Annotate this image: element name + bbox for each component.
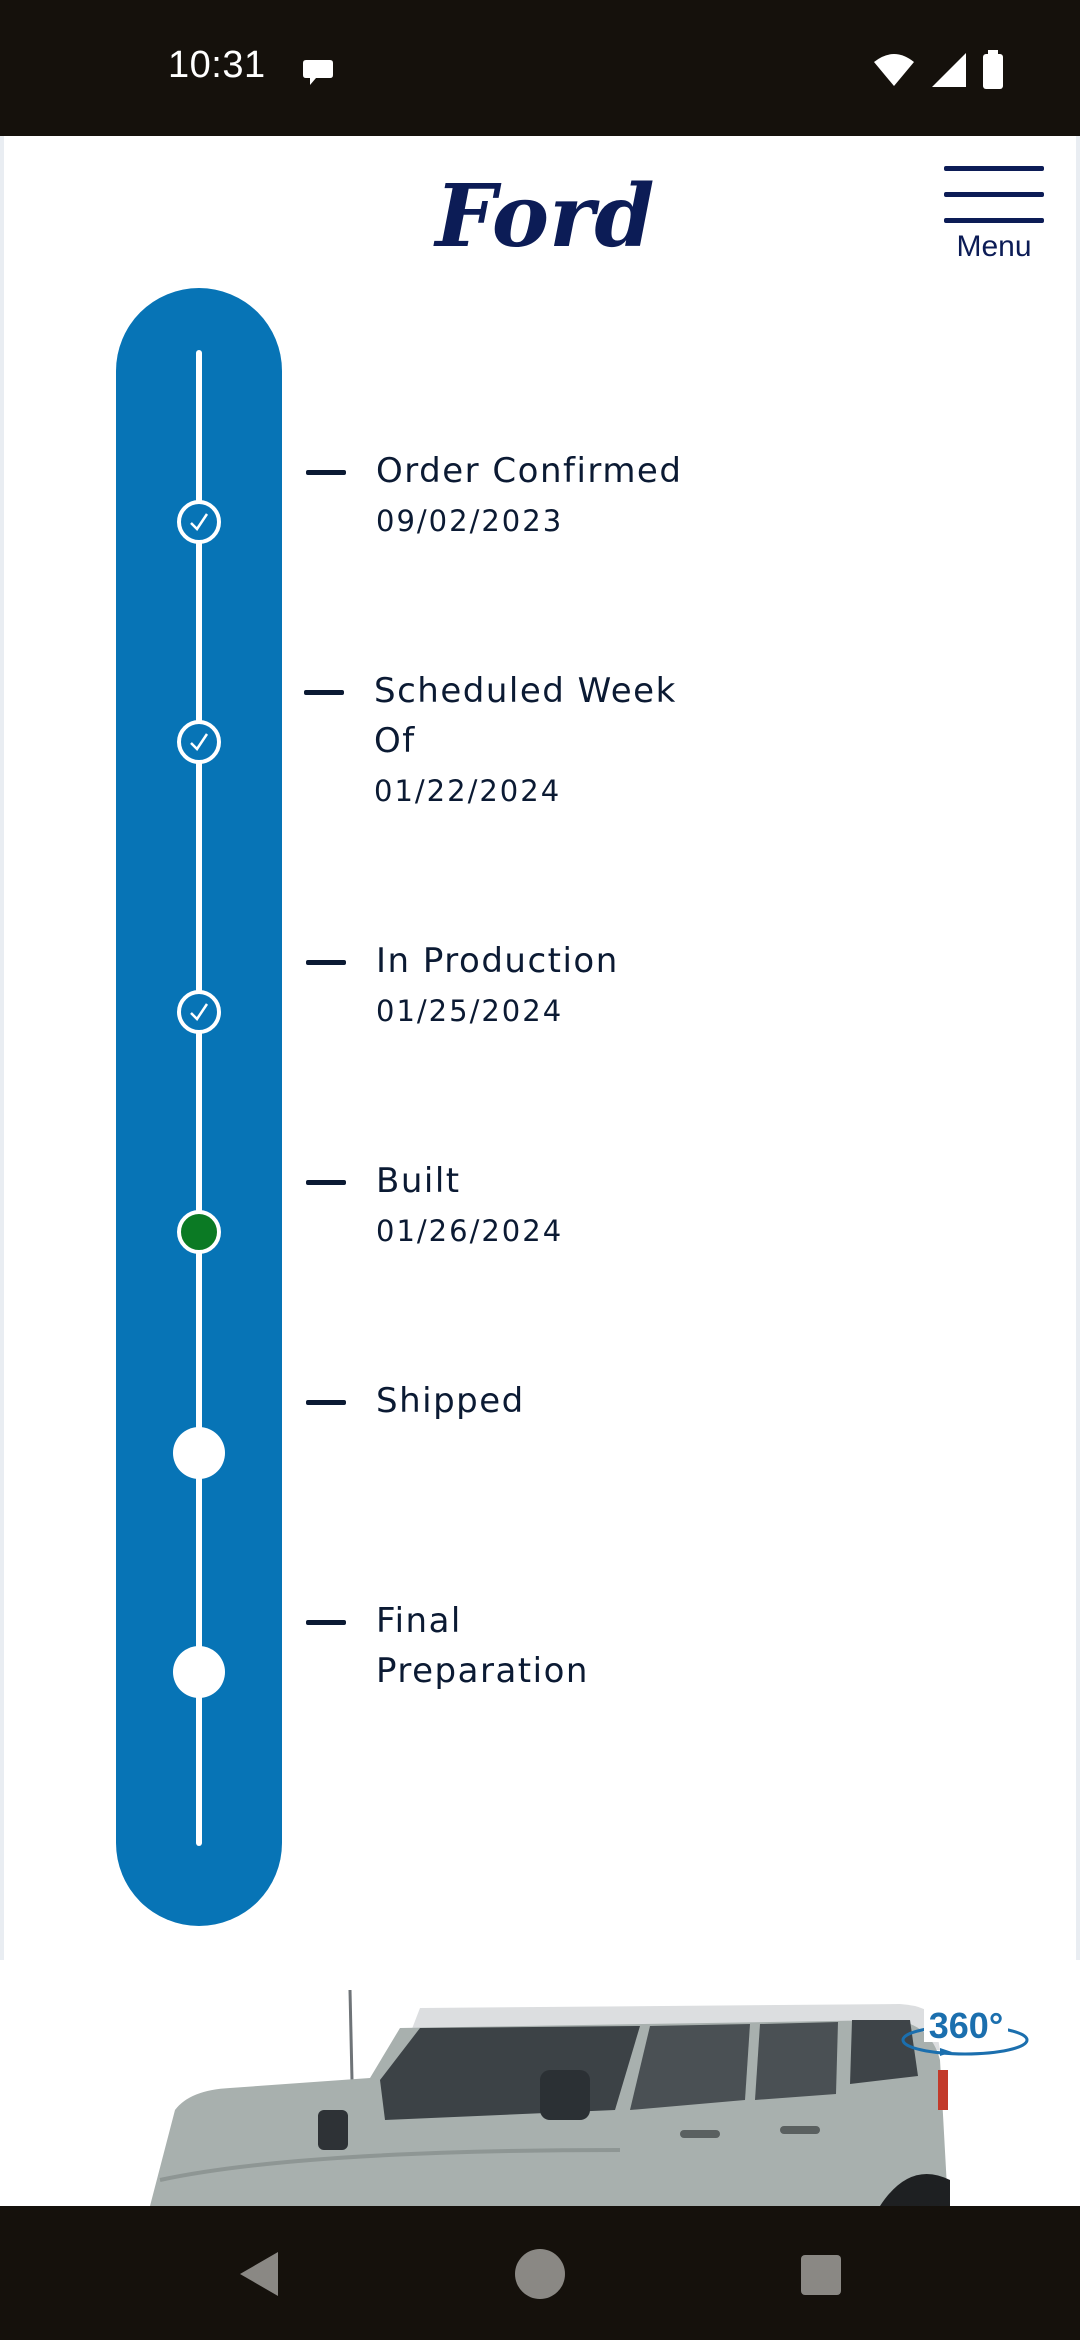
status-bar: 10:31 [0, 0, 1080, 136]
step-node-built-current [177, 1210, 221, 1254]
step-dash [306, 960, 346, 965]
back-triangle-icon[interactable] [236, 2250, 282, 2298]
status-time: 10:31 [168, 44, 266, 86]
svg-text:Ford: Ford [432, 166, 654, 267]
step-node-shipped [173, 1427, 225, 1479]
status-icons [872, 48, 1004, 92]
step-dash [306, 1180, 346, 1185]
step-dash [306, 1620, 346, 1625]
step-dash [304, 690, 344, 695]
step-node-order-confirmed [177, 500, 221, 544]
cell-signal-icon [932, 53, 966, 87]
step-date: 09/02/2023 [376, 504, 564, 538]
ford-logo[interactable]: Ford [430, 164, 660, 274]
step-title: Order Confirmed [376, 451, 683, 491]
step-date: 01/25/2024 [376, 994, 564, 1028]
hamburger-icon [944, 164, 1044, 224]
step-date: 01/26/2024 [376, 1214, 564, 1248]
step-title: In Production [376, 941, 619, 981]
view-360-icon[interactable]: 360° [900, 2002, 1030, 2062]
step-title: Final Preparation [376, 1601, 589, 1691]
wifi-icon [874, 54, 914, 86]
order-timeline-line [196, 350, 202, 1846]
header: Ford Menu [0, 136, 1080, 290]
step-title: Scheduled Week Of [374, 671, 677, 761]
step-title: Built [376, 1161, 461, 1201]
step-dash [306, 470, 346, 475]
chat-notification-icon [303, 60, 333, 85]
vehicle-image [150, 1989, 950, 2206]
system-nav-bar [0, 2206, 1080, 2340]
step-node-final-preparation [173, 1646, 225, 1698]
svg-text:360°: 360° [929, 2005, 1003, 2046]
vehicle-preview[interactable]: 360° [0, 1960, 1080, 2206]
step-dash [306, 1400, 346, 1405]
checkmark-icon [190, 1003, 209, 1021]
step-node-in-production [177, 990, 221, 1034]
step-date: 01/22/2024 [374, 774, 562, 808]
step-title: Shipped [376, 1381, 525, 1421]
home-circle-icon[interactable] [514, 2248, 566, 2300]
step-node-scheduled [177, 720, 221, 764]
page-edge-right [1076, 136, 1080, 2206]
checkmark-icon [190, 513, 209, 531]
page-edge-left [0, 136, 4, 2206]
checkmark-icon [190, 733, 209, 751]
menu-label: Menu [956, 230, 1032, 263]
battery-icon [983, 50, 1003, 89]
menu-button[interactable]: Menu [944, 164, 1044, 268]
recents-square-icon[interactable] [800, 2254, 842, 2296]
